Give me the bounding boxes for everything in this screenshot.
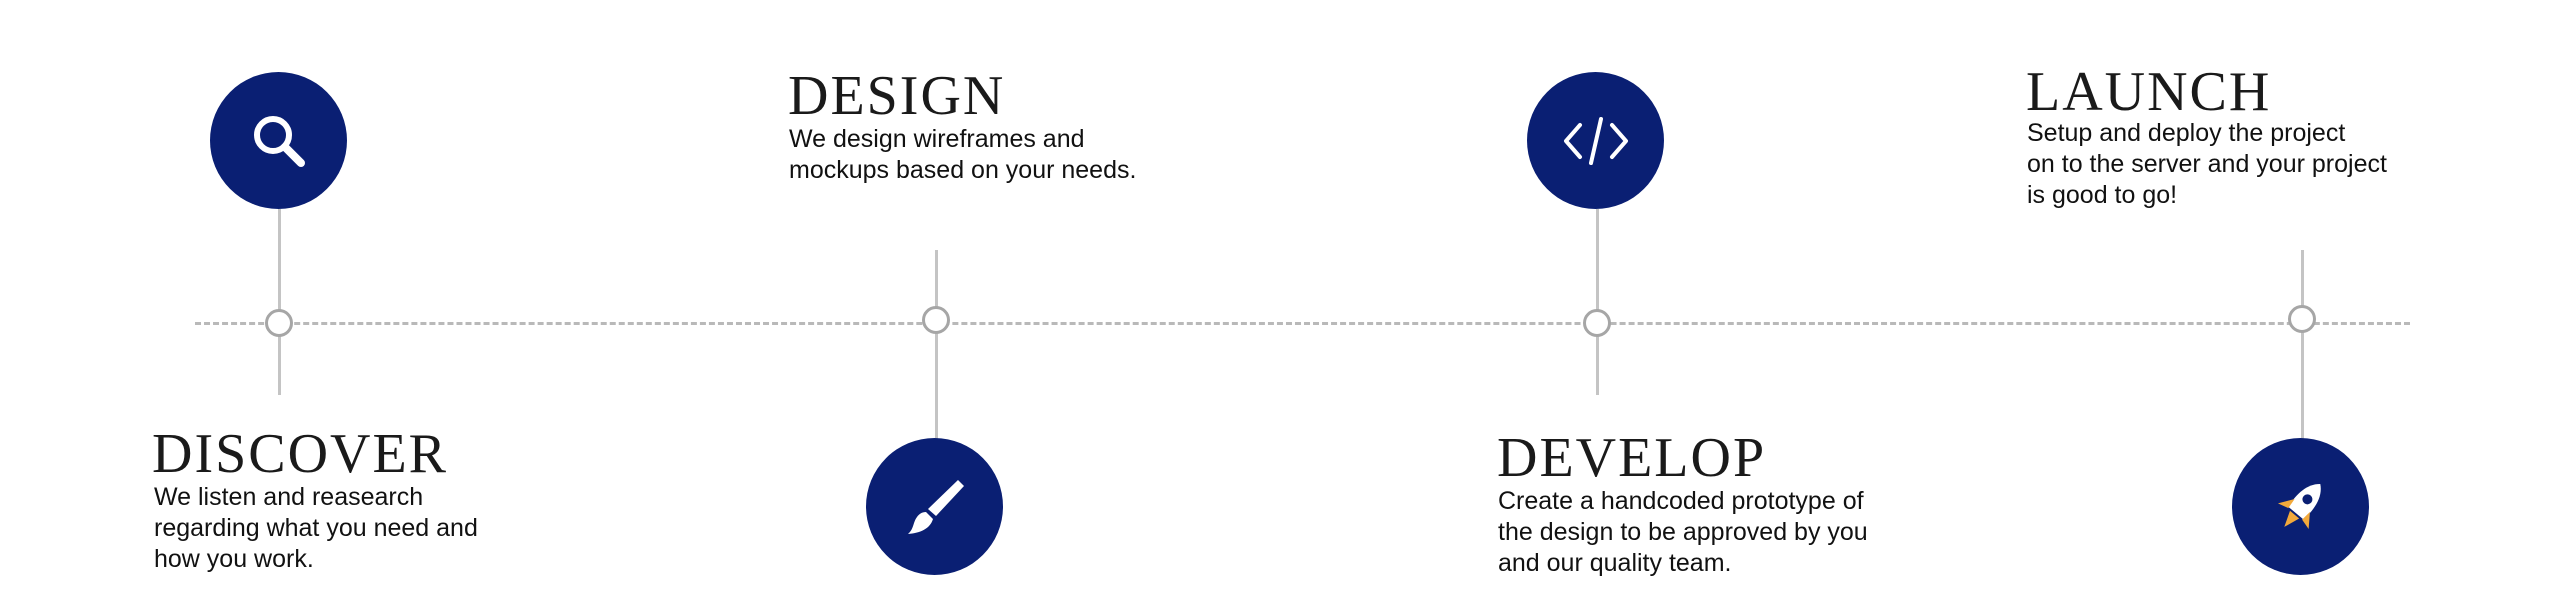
- code-icon: [1563, 116, 1628, 165]
- step-description: Create a handcoded prototype of the desi…: [1498, 487, 1868, 577]
- discover-stem: [278, 209, 281, 395]
- launch-stem: [2301, 250, 2304, 440]
- rocket-icon: [2277, 483, 2321, 529]
- launch-node: [2288, 305, 2316, 333]
- develop-badge: [1527, 72, 1664, 209]
- step-title: DISCOVER: [152, 423, 449, 485]
- step-title: DESIGN: [788, 65, 1006, 127]
- launch-badge: [2232, 438, 2369, 575]
- timeline-dashed-line: [195, 322, 2410, 325]
- develop-node: [1583, 309, 1611, 337]
- design-stem: [935, 250, 938, 440]
- develop-stem: [1596, 209, 1599, 395]
- step-description: Setup and deploy the project on to the s…: [2027, 119, 2387, 209]
- step-title: LAUNCH: [2026, 61, 2272, 123]
- step-description: We listen and reasearch regarding what y…: [154, 483, 478, 573]
- step-title: DEVELOP: [1497, 427, 1767, 489]
- paintbrush-icon: [907, 479, 964, 534]
- search-icon: [253, 115, 305, 167]
- step-description: We design wireframes and mockups based o…: [789, 125, 1137, 184]
- design-badge: [866, 438, 1003, 575]
- discover-badge: [210, 72, 347, 209]
- discover-node: [265, 309, 293, 337]
- design-node: [922, 306, 950, 334]
